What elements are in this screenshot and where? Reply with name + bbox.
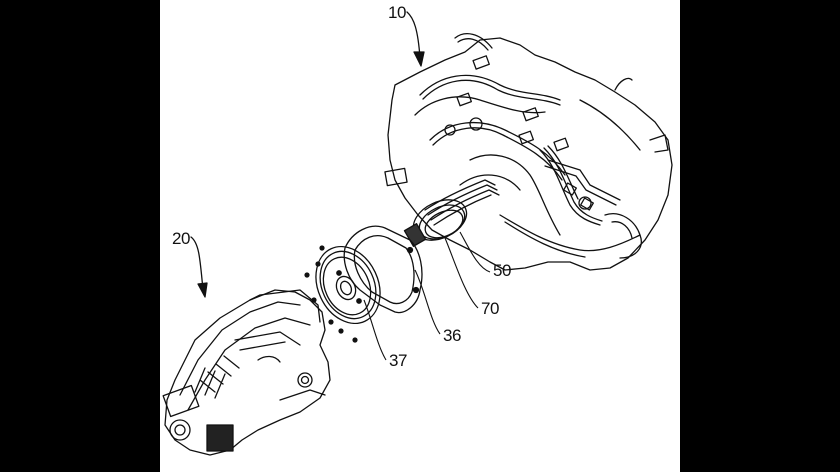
reference-numeral-10: 10 (388, 3, 406, 22)
letterbox-right (680, 0, 840, 472)
reference-numeral-70: 70 (481, 299, 499, 318)
transmission-housing (162, 289, 331, 456)
leader-line-37 (363, 299, 387, 361)
letterbox-left (0, 0, 160, 472)
leader-line-50 (459, 231, 491, 273)
reference-numeral-50: 50 (493, 261, 511, 280)
leader-line-36 (414, 269, 441, 335)
reference-numeral-36: 36 (443, 326, 461, 345)
harness-ring-assembly (403, 179, 500, 247)
leader-arrow-20 (190, 236, 208, 298)
leader-line-70 (444, 237, 479, 309)
flywheel-disc (315, 245, 381, 325)
patent-drawing-sheet: 10 20 50 70 36 37 (160, 0, 680, 472)
leader-lines (363, 231, 491, 361)
reference-numeral-37: 37 (389, 351, 407, 370)
reference-numeral-20: 20 (172, 229, 190, 248)
exploded-assembly-drawing (162, 11, 673, 456)
leader-arrow-10 (406, 11, 425, 67)
engine-assembly (384, 33, 673, 271)
fastener-bolts (304, 245, 358, 343)
